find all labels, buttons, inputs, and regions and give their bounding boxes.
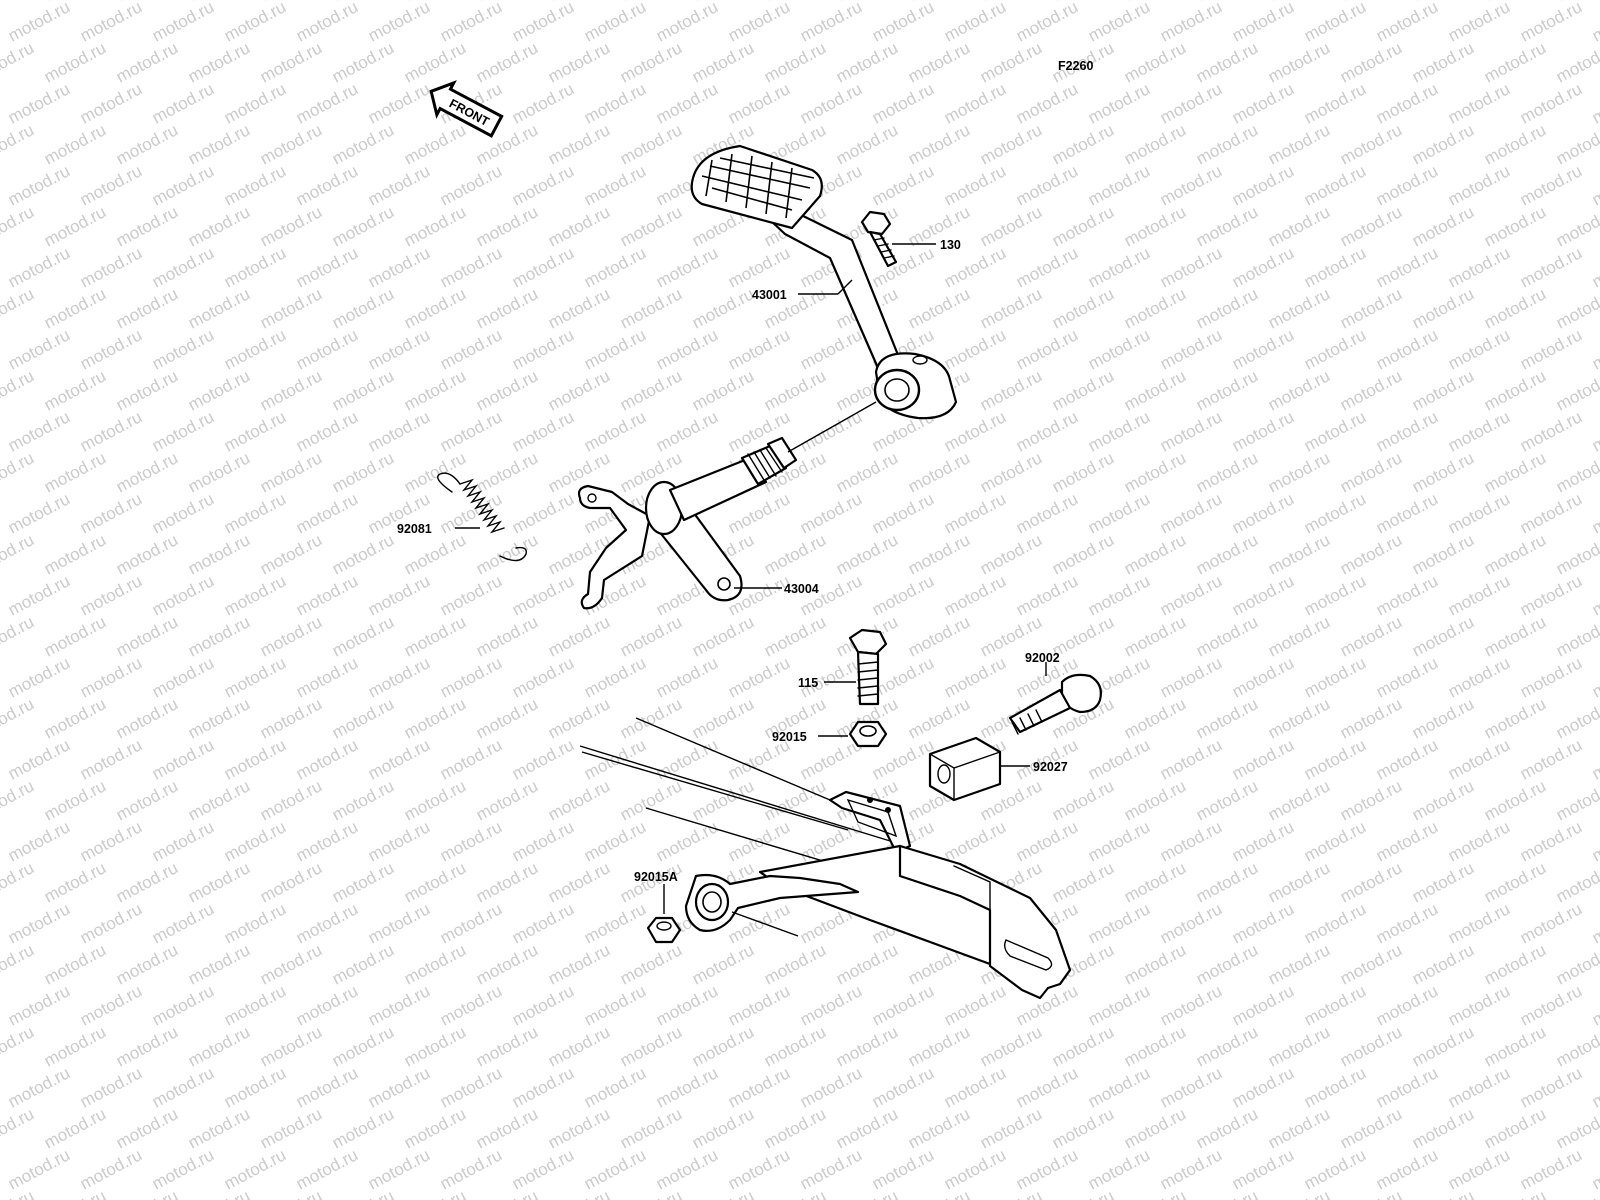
part-label-92027: 92027 — [1033, 760, 1068, 774]
part-label-115: 115 — [798, 676, 818, 690]
frame-swingarm — [579, 717, 1072, 1000]
part-label-43004: 43004 — [784, 582, 819, 596]
brake-pedal-43001 — [690, 144, 958, 420]
pedal-pad-texture — [701, 153, 815, 219]
brake-shaft-lever-43004 — [577, 401, 877, 610]
callout-leaders — [455, 243, 1047, 914]
spring-92081 — [437, 472, 527, 562]
bolt-115 — [848, 628, 888, 706]
part-label-92015: 92015 — [772, 730, 807, 744]
bolt-92002 — [1008, 673, 1102, 735]
part-label-92015A: 92015A — [634, 870, 678, 884]
part-label-43001: 43001 — [752, 288, 787, 302]
part-label-92081: 92081 — [397, 522, 432, 536]
nut-92015A — [646, 916, 682, 944]
front-arrow-icon: FRONT — [429, 80, 504, 138]
nut-92015 — [848, 720, 888, 748]
part-label-92002: 92002 — [1025, 651, 1060, 665]
part-label-130: 130 — [940, 238, 961, 252]
spacer-92027 — [928, 736, 1002, 802]
diagram-code: F2260 — [1058, 59, 1093, 73]
bolt-130 — [860, 210, 898, 268]
